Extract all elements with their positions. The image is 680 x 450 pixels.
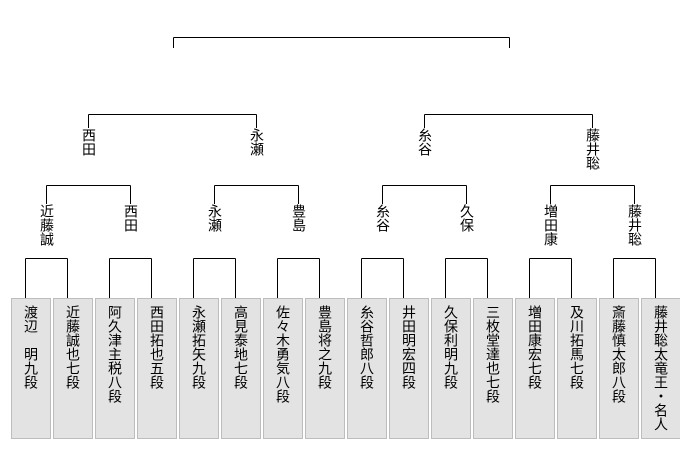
player-box-11: 久保利明九段 [431, 298, 471, 439]
player-box-13: 増田康宏七段 [515, 298, 555, 439]
player-box-15: 斎藤慎太郎八段 [599, 298, 639, 439]
player-box-16: 藤井聡太竜王・名人 [641, 298, 680, 439]
player-box-2: 近藤誠也七段 [53, 298, 93, 439]
round1-winner-8: 藤井聡 [626, 204, 642, 246]
player-box-10: 井田明宏四段 [389, 298, 429, 439]
round2-winner-1: 西田 [80, 128, 96, 156]
round2-winner-4: 藤井聡 [584, 128, 600, 170]
round2-winner-3: 糸谷 [416, 128, 432, 156]
round2-winner-2: 永瀬 [248, 128, 264, 156]
player-box-9: 糸谷哲郎八段 [347, 298, 387, 439]
round1-winner-5: 糸谷 [374, 204, 390, 232]
player-box-5: 永瀬拓矢九段 [179, 298, 219, 439]
player-box-6: 高見泰地七段 [221, 298, 261, 439]
player-box-8: 豊島将之九段 [305, 298, 345, 439]
player-box-7: 佐々木勇気八段 [263, 298, 303, 439]
player-box-1: 渡辺 明九段 [11, 298, 51, 439]
player-box-3: 阿久津主税八段 [95, 298, 135, 439]
player-box-12: 三枚堂達也七段 [473, 298, 513, 439]
player-box-4: 西田拓也五段 [137, 298, 177, 439]
round1-winner-3: 永瀬 [206, 204, 222, 232]
round1-winner-6: 久保 [458, 204, 474, 232]
round1-winner-1: 近藤誠 [38, 204, 54, 246]
round1-winner-2: 西田 [122, 204, 138, 232]
round1-winner-4: 豊島 [290, 204, 306, 232]
player-box-14: 及川拓馬七段 [557, 298, 597, 439]
round1-winner-7: 増田康 [542, 204, 558, 246]
